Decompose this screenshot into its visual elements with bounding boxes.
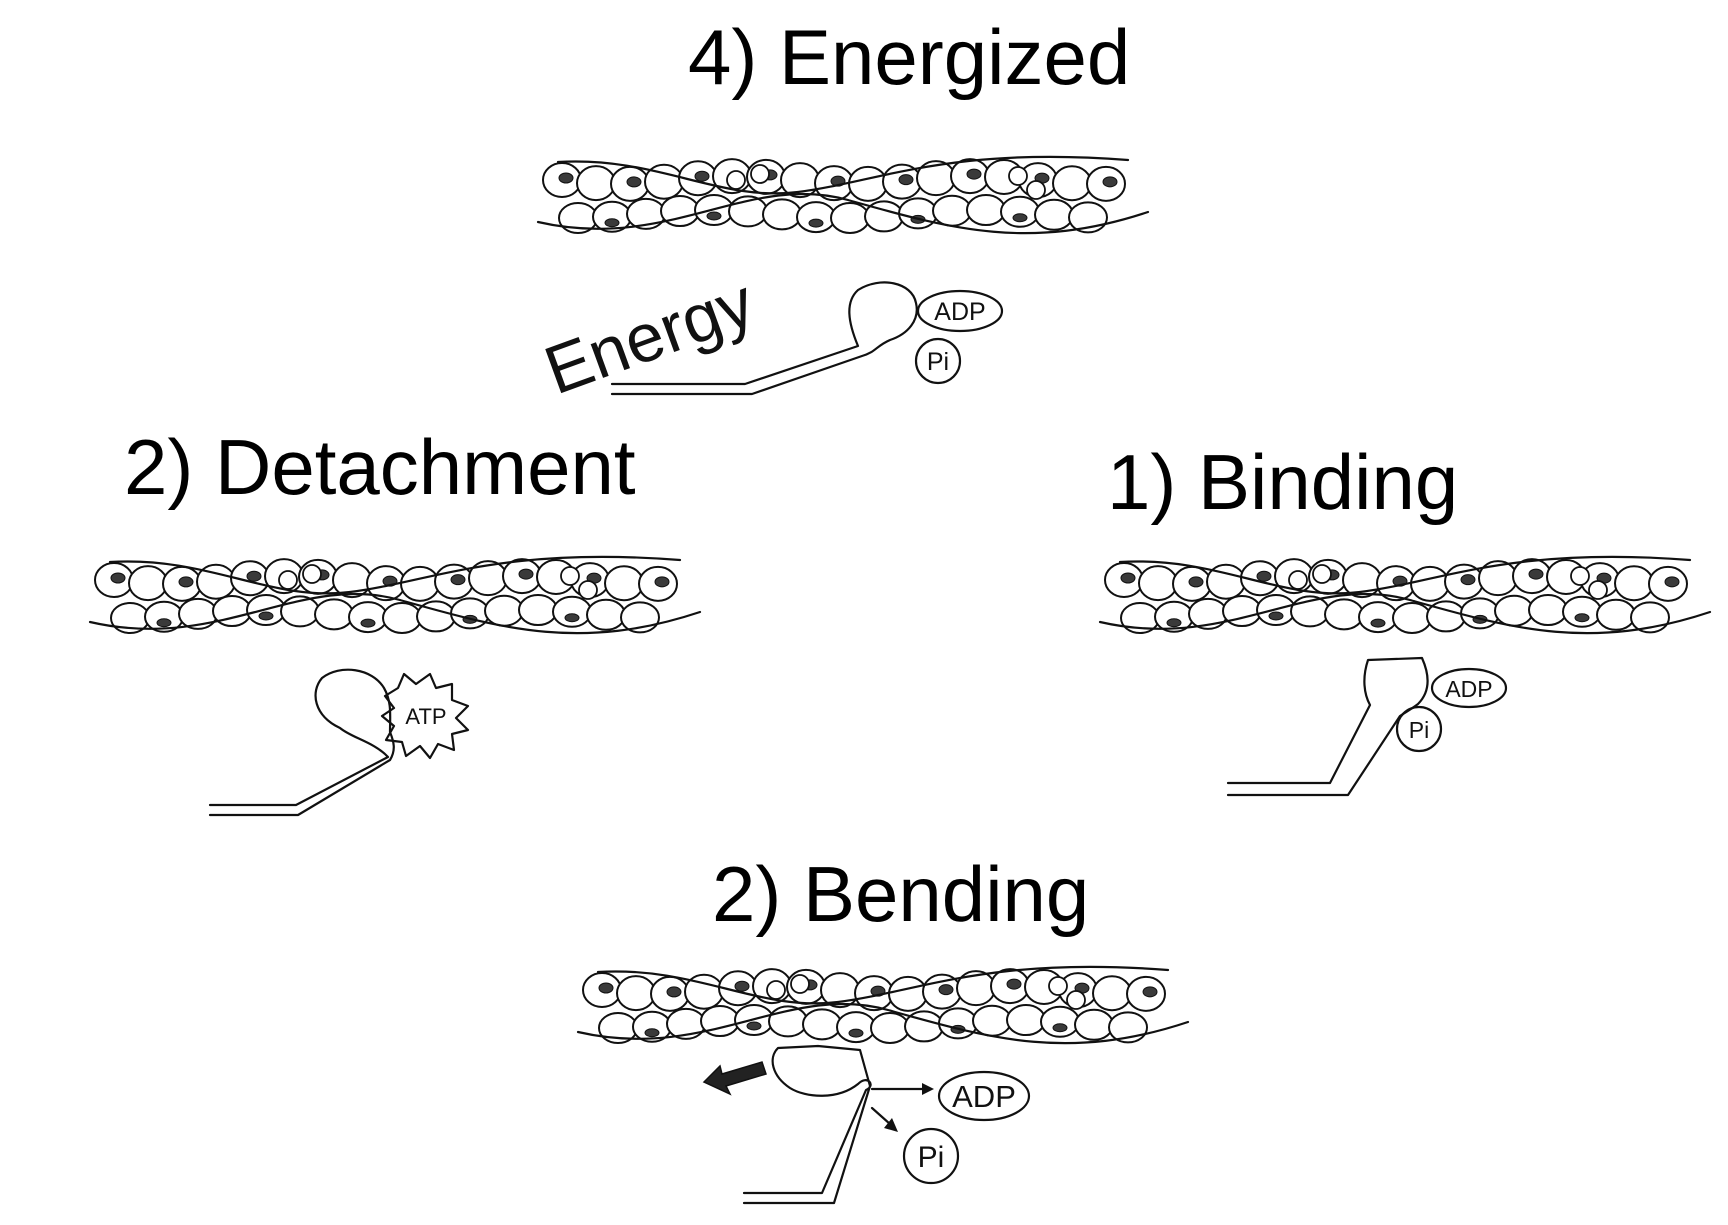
adp-bubble-bending: ADP <box>937 1070 1031 1122</box>
pi-label: Pi <box>918 1141 945 1174</box>
myosin-head-energized <box>610 281 918 396</box>
panel-energized: Energy ADP Pi <box>535 155 1150 409</box>
adp-label: ADP <box>952 1079 1016 1114</box>
pi-bubble-bending: Pi <box>902 1127 960 1185</box>
adp-label: ADP <box>934 298 985 326</box>
energy-label: Energy <box>535 264 763 409</box>
step-title-binding: 1) Binding <box>1107 438 1459 526</box>
adp-bubble-binding: ADP <box>1430 667 1508 709</box>
atp-label: ATP <box>405 704 446 729</box>
step-title-bending: 2) Bending <box>712 850 1090 938</box>
pi-bubble-binding: Pi <box>1395 705 1443 753</box>
adp-bubble-energized: ADP <box>916 289 1004 333</box>
step-title-energized: 4) Energized <box>688 13 1131 101</box>
pi-label: Pi <box>1409 717 1429 743</box>
myosin-head-detachment <box>208 668 395 817</box>
panel-bending: ADP Pi <box>576 965 1190 1205</box>
pi-label: Pi <box>927 348 949 376</box>
pi-bubble-energized: Pi <box>914 337 962 385</box>
actin-filament-energized <box>536 155 1150 235</box>
actin-filament-bending <box>576 965 1190 1045</box>
myosin-head-bending <box>742 1044 872 1205</box>
release-arrows <box>870 1083 934 1132</box>
step-title-detachment: 2) Detachment <box>124 423 636 511</box>
actin-filament-binding <box>1098 555 1712 635</box>
panel-binding: ADP Pi <box>1098 555 1712 797</box>
adp-label: ADP <box>1445 676 1492 702</box>
panel-detachment: ATP <box>88 555 702 817</box>
actin-filament-detachment <box>88 555 702 635</box>
atp-burst: ATP <box>380 672 470 760</box>
power-stroke-arrow <box>702 1061 767 1096</box>
